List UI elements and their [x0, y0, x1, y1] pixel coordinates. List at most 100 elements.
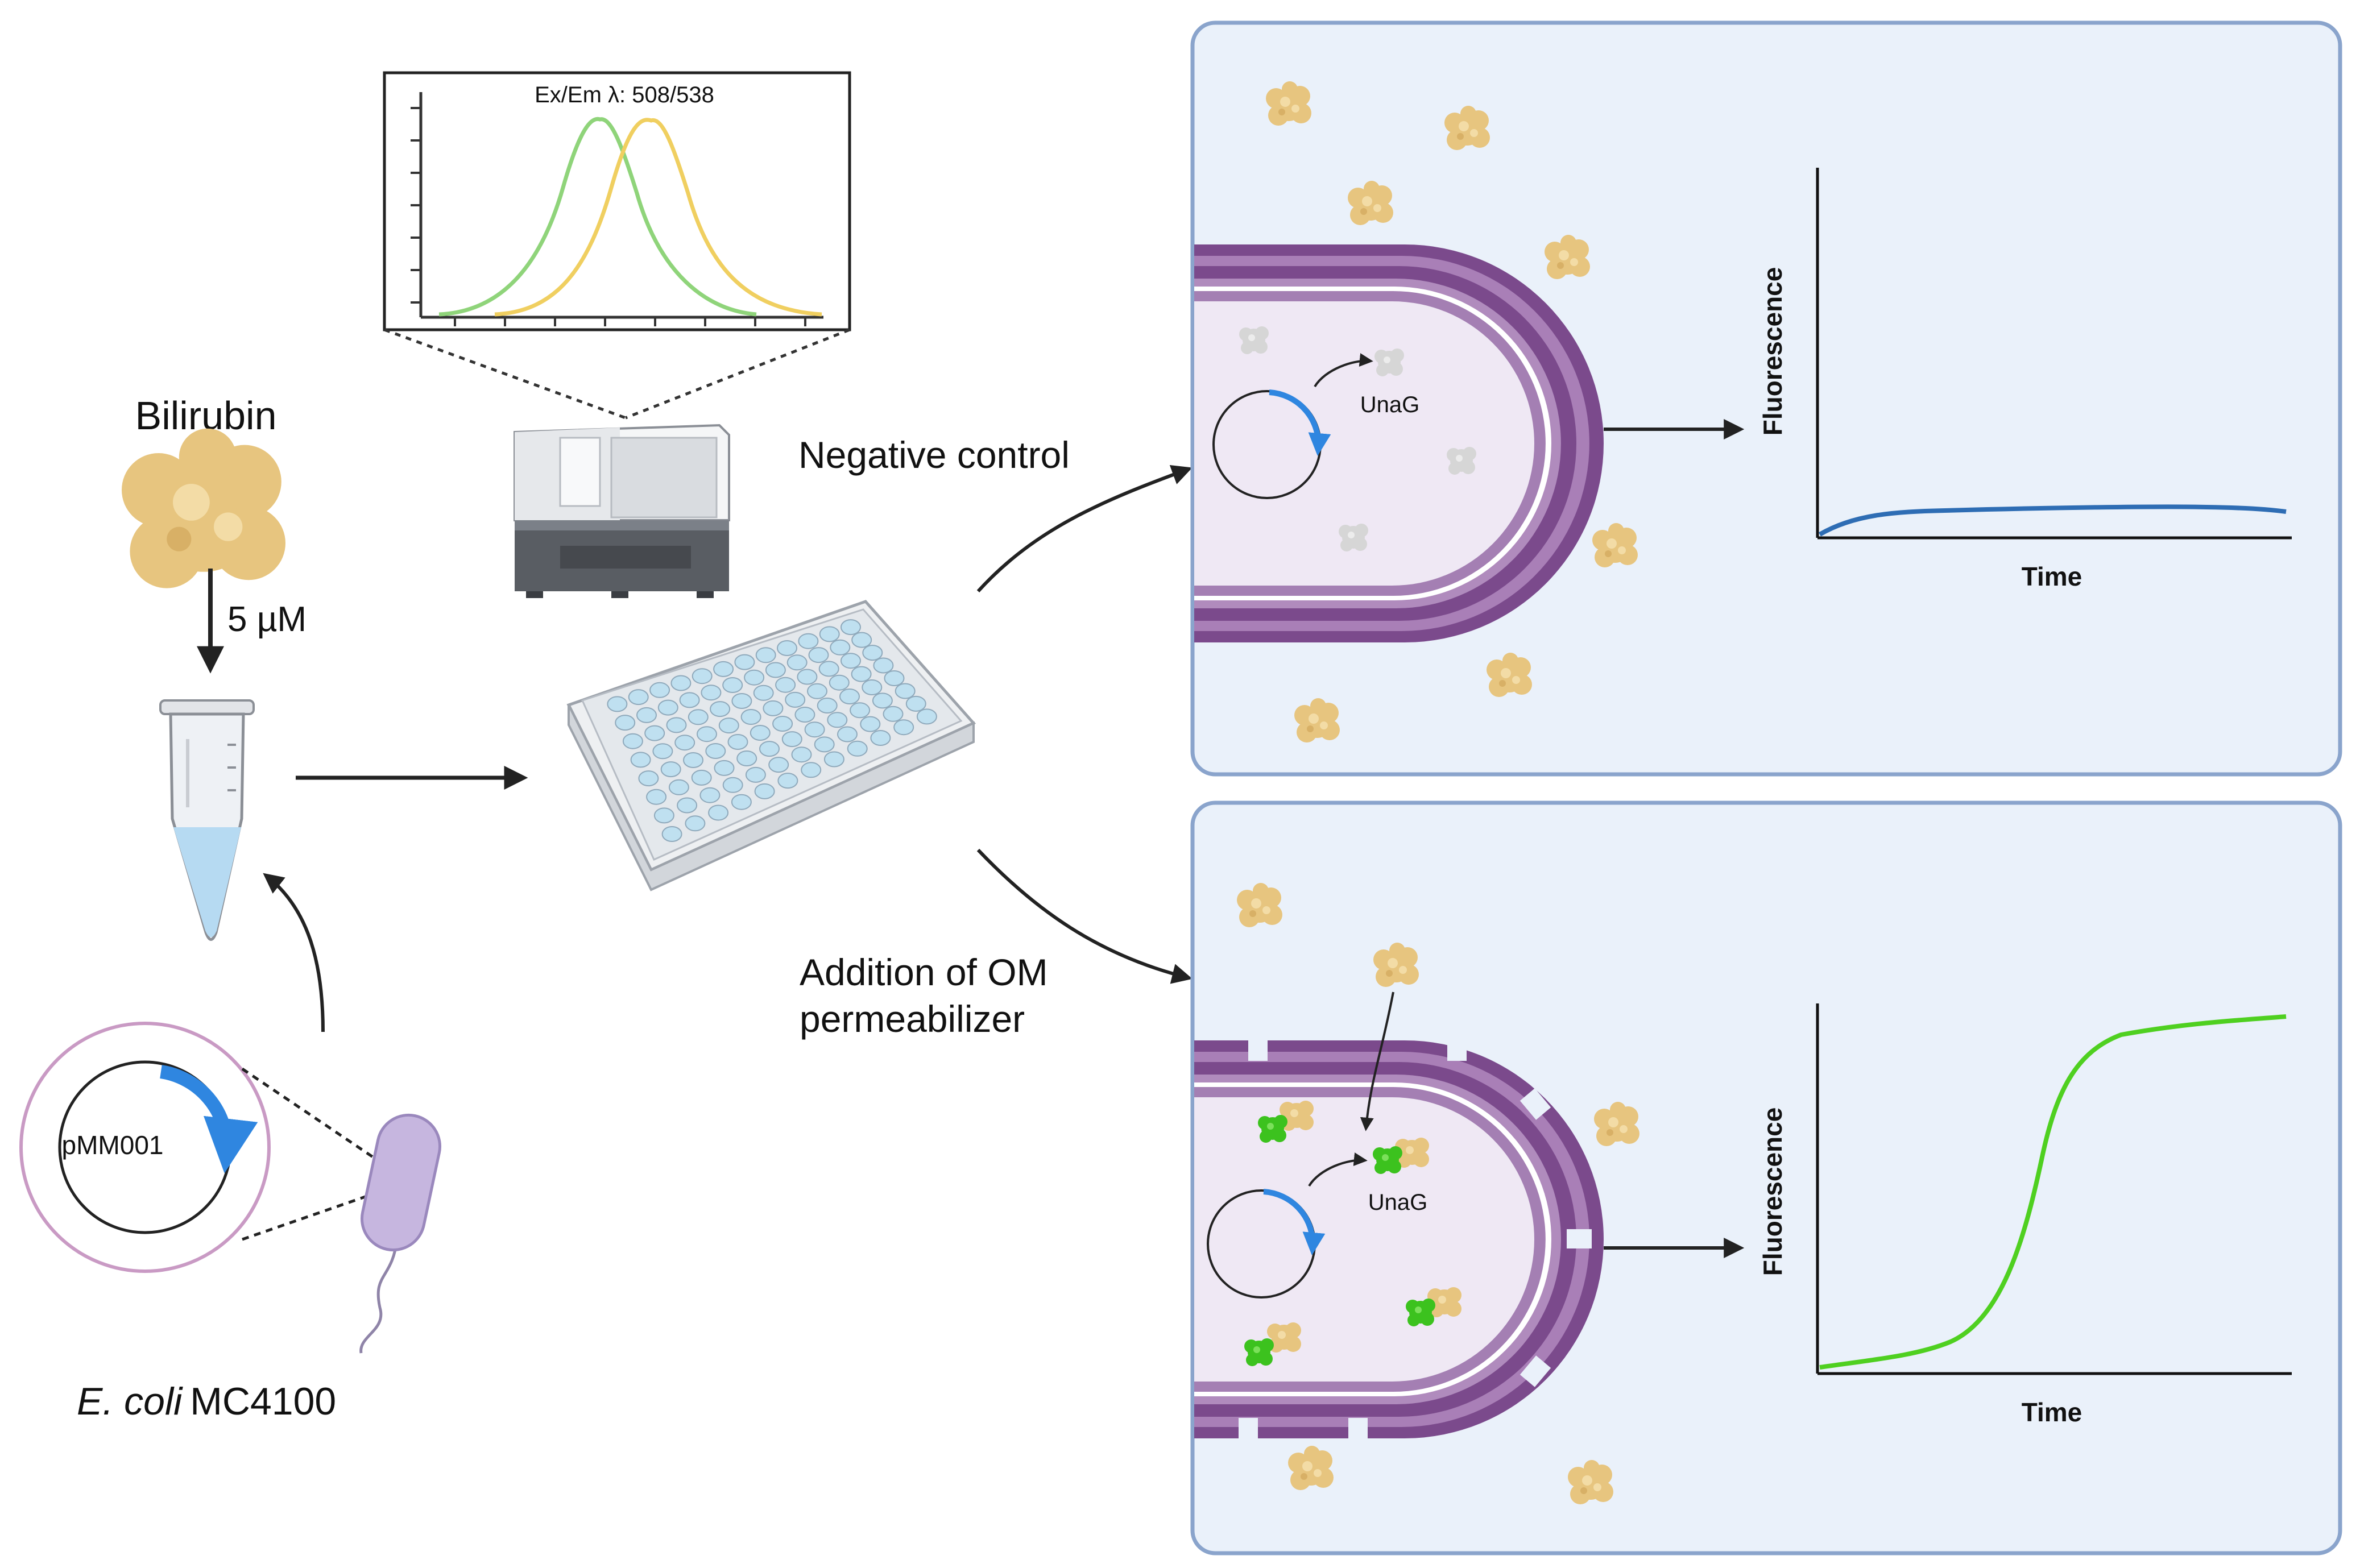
plate-well: [837, 726, 858, 742]
plate-well: [649, 682, 670, 698]
concentration-label: 5 µM: [227, 600, 307, 639]
grey-unag-icon: [1374, 349, 1404, 376]
plate-well: [630, 752, 651, 768]
ecoli-cell-icon: [359, 1113, 442, 1354]
plate-well: [791, 746, 812, 763]
plate-well: [829, 674, 850, 691]
plate-reader-icon: [514, 424, 730, 598]
plate-well: [905, 695, 926, 712]
plate-well: [722, 677, 743, 693]
plate-well: [736, 750, 757, 766]
plasmid-zoom-circle: [19, 1022, 271, 1273]
emission-curve: [494, 118, 822, 317]
plate-well: [823, 751, 844, 768]
plate-well: [708, 804, 729, 821]
bottom-xlabel: Time: [2022, 1397, 2082, 1427]
green-unag-icon: [1258, 1115, 1287, 1143]
plate-well: [794, 707, 815, 723]
plate-well: [705, 743, 726, 759]
plate-well: [683, 752, 703, 768]
plate-well: [644, 725, 665, 741]
plate-well: [765, 662, 786, 678]
plate-well: [670, 675, 692, 691]
plate-well: [777, 640, 797, 656]
bottom-plasmid-gene-arrow-icon: [1263, 1189, 1326, 1255]
grey-unag-icon: [1339, 524, 1368, 551]
plate-well: [862, 645, 883, 661]
plate-well: [841, 653, 861, 669]
plate-well: [847, 740, 868, 757]
plate-well: [714, 760, 735, 776]
plate-well: [754, 783, 775, 799]
negative-control-label: Negative control: [798, 434, 1070, 476]
plate-well: [688, 709, 709, 725]
plate-well: [697, 726, 717, 742]
plate-well: [666, 717, 687, 733]
plate-well: [775, 677, 796, 693]
plate-well: [798, 633, 819, 649]
plate-well: [638, 770, 659, 787]
plate-well: [744, 669, 765, 686]
well-plate-icon: [566, 600, 976, 891]
plate-well: [807, 683, 827, 699]
plate-well: [895, 683, 916, 699]
bottom-ylabel: Fluorescence: [1758, 1107, 1787, 1276]
plate-well: [786, 654, 808, 671]
plate-well: [660, 761, 681, 778]
negative-branch-arrow: [976, 465, 1193, 593]
plate-well: [883, 706, 904, 722]
spectrum-title: Ex/Em λ: 508/538: [535, 82, 714, 107]
plate-well: [727, 734, 748, 750]
plate-well: [872, 692, 893, 709]
plate-well: [722, 777, 743, 793]
plate-well: [646, 789, 667, 805]
plate-well: [661, 826, 682, 842]
plate-well: [850, 702, 871, 719]
plate-well: [893, 719, 914, 736]
membrane-pore: [1348, 1418, 1368, 1443]
top-ylabel: Fluorescence: [1758, 267, 1787, 436]
addition-label-line1: Addition of OM: [800, 951, 1048, 993]
plasmid-to-tube-arrow: [263, 873, 325, 1032]
top-unag-label: UnaG: [1360, 392, 1420, 417]
plate-well: [685, 815, 706, 832]
zoom-line-bottom: [242, 1184, 399, 1241]
plate-well: [830, 639, 851, 656]
negative-control-panel: [1190, 20, 2342, 777]
spectrum-zoom-line-right: [625, 328, 850, 420]
plate-well: [622, 733, 643, 749]
plate-well: [607, 696, 628, 712]
plate-well: [755, 647, 776, 663]
bottom-fluorescence-curve: [1819, 1014, 2287, 1370]
plate-well: [759, 741, 780, 757]
plate-well: [699, 787, 721, 803]
plate-well: [668, 779, 689, 795]
membrane-pore: [1447, 1036, 1467, 1061]
plate-well: [777, 773, 798, 789]
membrane-pore: [1567, 1229, 1592, 1248]
plate-well: [628, 689, 649, 706]
plate-well: [785, 691, 806, 708]
membrane-pore: [1519, 1355, 1551, 1387]
green-unag-icon: [1373, 1146, 1402, 1174]
plate-well: [636, 707, 657, 723]
plate-well: [884, 670, 905, 686]
plate-well: [740, 709, 761, 725]
bottom-unag-label: UnaG: [1368, 1190, 1428, 1215]
plate-well: [657, 699, 678, 716]
top-plasmid-gene-arrow-icon: [1269, 389, 1331, 456]
plate-well: [808, 647, 829, 663]
plate-well: [797, 669, 818, 685]
membrane-pore: [1519, 1088, 1551, 1120]
plate-well: [827, 712, 848, 728]
plate-well: [772, 716, 793, 732]
bottom-fluorescence-plot: [1816, 1003, 2292, 1375]
plate-well: [653, 807, 674, 824]
top-xlabel: Time: [2022, 562, 2082, 591]
grey-unag-icon: [1239, 326, 1269, 354]
excitation-curve: [438, 117, 757, 317]
plate-well: [862, 679, 883, 695]
plate-well: [753, 685, 774, 701]
top-fluorescence-curve: [1818, 504, 2287, 537]
